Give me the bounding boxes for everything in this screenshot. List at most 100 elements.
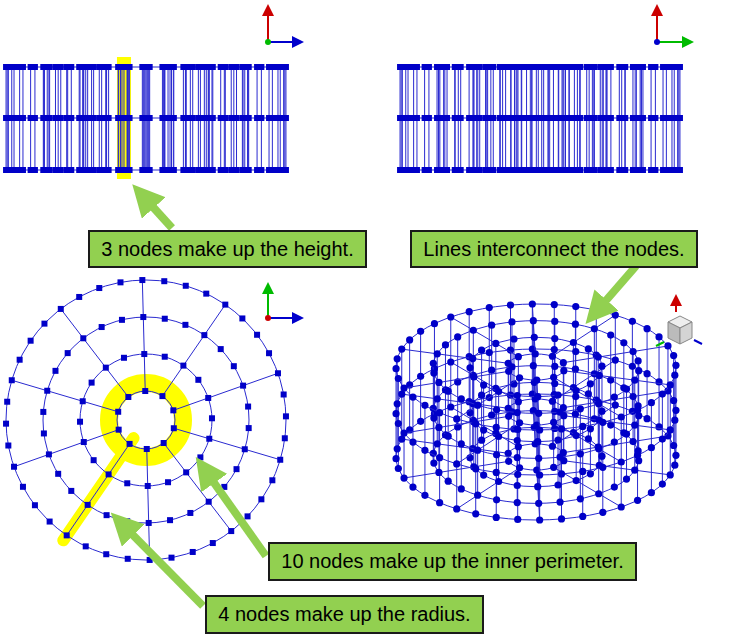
mesh-node (671, 115, 677, 121)
mesh-node (394, 400, 401, 407)
mesh-line (564, 461, 670, 475)
mesh-node (533, 115, 539, 121)
mesh-node (638, 64, 644, 70)
mesh-node (240, 167, 246, 173)
mesh-node (488, 412, 495, 419)
mesh-node (140, 64, 146, 70)
mesh-node (452, 115, 458, 121)
mesh-line (142, 280, 145, 391)
mesh-node (470, 64, 476, 70)
mesh-node (505, 360, 512, 367)
mesh-node (64, 115, 70, 121)
mesh-node (616, 64, 622, 70)
mesh-node (503, 64, 509, 70)
mesh-node (281, 391, 287, 397)
mesh-node (394, 445, 401, 452)
mesh-node (77, 419, 83, 425)
mesh-node (486, 304, 493, 311)
mesh-node (430, 369, 437, 376)
mesh-node (664, 342, 671, 349)
callout-box: 3 nodes make up the height. (88, 230, 367, 268)
mesh-node (121, 355, 127, 361)
mesh-node (161, 115, 167, 121)
mesh-node (246, 425, 252, 431)
mesh-node (549, 443, 556, 450)
mesh-node (28, 167, 34, 173)
mesh-node (474, 402, 481, 409)
mesh-node (483, 167, 489, 173)
mesh-node (573, 432, 580, 439)
mesh-node (266, 115, 272, 121)
mesh-node (622, 115, 628, 121)
mesh-node (197, 454, 203, 460)
mesh-node (258, 496, 264, 502)
mesh-node (103, 115, 109, 121)
mesh-node (573, 477, 580, 484)
mesh-node (201, 332, 207, 338)
mesh-node (141, 351, 147, 357)
mesh-node (99, 324, 105, 330)
mesh-node (659, 436, 666, 443)
mesh-node (125, 115, 131, 121)
mesh-node (254, 332, 260, 338)
mesh-line (563, 346, 668, 363)
mesh-node (422, 64, 428, 70)
mesh-node (421, 447, 428, 454)
mesh-node (631, 377, 638, 384)
mesh-node (209, 115, 215, 121)
mesh-node (518, 64, 524, 70)
mesh-node (490, 64, 496, 70)
mesh-node (65, 64, 71, 70)
mesh-node (469, 355, 476, 362)
mesh-node (115, 409, 121, 415)
mesh-node (41, 167, 47, 173)
mesh-node (591, 325, 598, 332)
mesh-node (514, 499, 521, 506)
mesh-node (17, 115, 23, 121)
mesh-node (659, 391, 666, 398)
mesh-node (228, 64, 234, 70)
mesh-node (492, 340, 499, 347)
mesh-node (471, 115, 477, 121)
mesh-node (125, 167, 131, 173)
mesh-node (470, 64, 476, 70)
mesh-node (672, 452, 679, 459)
mesh-node (47, 64, 53, 70)
mesh-node (466, 364, 473, 371)
mesh-node (411, 167, 417, 173)
mesh-node (282, 64, 288, 70)
mesh-node (162, 354, 168, 360)
mesh-node (275, 167, 281, 173)
mesh-line (12, 380, 118, 412)
callout-text: 3 nodes make up the height. (101, 238, 353, 261)
mesh-node (162, 316, 168, 322)
mesh-node (142, 388, 148, 394)
mesh-node (245, 167, 251, 173)
mesh-node (162, 64, 168, 70)
mesh-node (549, 353, 556, 360)
mesh-node (604, 167, 610, 173)
mesh-node (245, 115, 251, 121)
mesh-node (533, 376, 540, 383)
mesh-node (409, 438, 416, 445)
mesh-line (433, 366, 639, 459)
mesh-node (604, 167, 610, 173)
mesh-node (145, 483, 151, 489)
mesh-node (124, 480, 130, 486)
mesh-node (41, 64, 47, 70)
mesh-node (104, 512, 110, 518)
mesh-node (275, 115, 281, 121)
mesh-node (497, 64, 503, 70)
mesh-node (209, 415, 215, 421)
mesh-node (183, 469, 189, 475)
mesh-node (169, 167, 175, 173)
mesh-node (40, 409, 46, 415)
mesh-node (140, 167, 146, 173)
mesh-node (140, 314, 146, 320)
mesh-node (604, 64, 610, 70)
mesh-node (209, 64, 215, 70)
mesh-node (639, 64, 645, 70)
mesh-node (392, 410, 399, 417)
mesh-node (514, 437, 521, 444)
mesh-node (611, 484, 618, 491)
